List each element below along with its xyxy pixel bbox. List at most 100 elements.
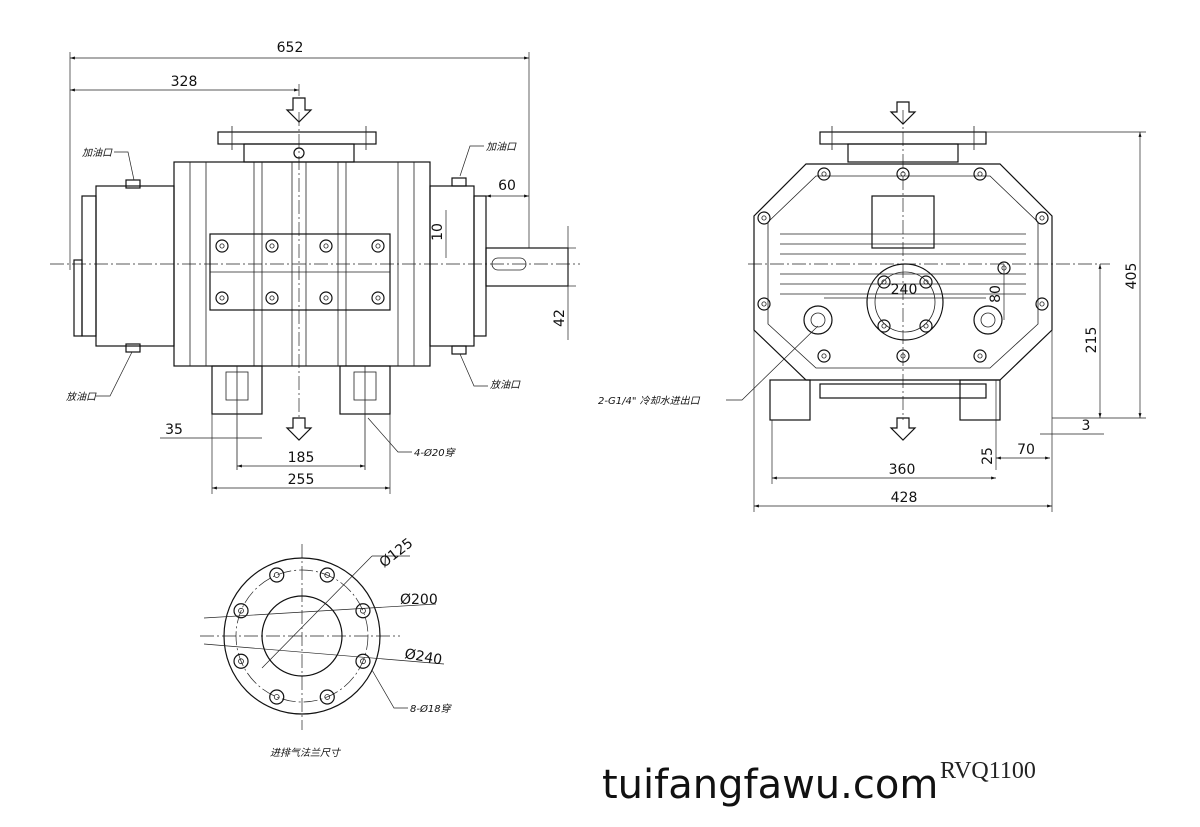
plate-bolt xyxy=(371,239,385,253)
plate-bolt-center xyxy=(269,295,275,301)
dim-outer-dia: Ø240 xyxy=(403,646,443,668)
watermark: tuifangfawu.com xyxy=(602,762,938,808)
model-code: RVQ1100 xyxy=(940,758,1036,784)
housing-bolt-center xyxy=(821,171,827,177)
plate-bolt-center xyxy=(375,243,381,249)
housing-bolt xyxy=(919,275,933,289)
flange-hole-center xyxy=(273,694,280,700)
dim-shaft-ext: 60 xyxy=(498,178,516,194)
label-oil-fill-right: 加油口 xyxy=(486,141,517,153)
front-left-end-cover xyxy=(73,179,175,353)
flange-hole-center xyxy=(324,694,331,700)
housing-bolt-center xyxy=(1039,215,1045,221)
plate-bolt xyxy=(215,291,229,305)
dim-foot-offset: 3 xyxy=(1082,418,1091,434)
label-oil-fill-left: 加油口 xyxy=(82,147,113,159)
housing-bolt xyxy=(757,297,771,311)
housing-bolt xyxy=(896,349,910,363)
dim-half-length: 328 xyxy=(171,74,198,90)
front-flow-arrows xyxy=(285,97,313,441)
flange-holes xyxy=(233,567,371,705)
housing-bolt-center xyxy=(881,323,887,329)
housing-bolt xyxy=(757,211,771,225)
front-feet xyxy=(211,365,391,470)
housing-bolt-center xyxy=(923,279,929,285)
plate-bolt-center xyxy=(269,243,275,249)
dim-foot-hole-dist: 70 xyxy=(1017,442,1035,458)
plate-bolt xyxy=(319,291,333,305)
front-main-casing xyxy=(173,161,431,367)
dim-shaft-height: 42 xyxy=(552,309,568,327)
dim-foot-span: 255 xyxy=(288,472,315,488)
dim-pitch-dia: Ø200 xyxy=(400,592,438,608)
label-oil-drain-right: 放油口 xyxy=(490,379,521,391)
dim-flange-dia: 240 xyxy=(891,282,918,298)
housing-bolt xyxy=(877,275,891,289)
housing-bolt-center xyxy=(900,171,906,177)
flange-hole-center xyxy=(273,572,280,578)
side-housing xyxy=(753,163,1053,421)
plate-bolt xyxy=(265,239,279,253)
flange-hole-center xyxy=(360,658,366,665)
flange-hole-center xyxy=(238,607,244,614)
dim-height: 405 xyxy=(1124,263,1140,290)
front-inlet-flange xyxy=(217,126,377,163)
dim-overall-width: 428 xyxy=(891,490,918,506)
housing-bolt xyxy=(973,349,987,363)
flange-outer-circle xyxy=(223,557,381,715)
flange-hole xyxy=(355,653,371,669)
flange-hole xyxy=(233,653,249,669)
plate-bolt xyxy=(215,239,229,253)
front-plate-bolts xyxy=(215,239,385,305)
front-drive-shaft xyxy=(485,247,569,287)
housing-bolt-center xyxy=(761,215,767,221)
front-dimensions: 652 328 60 10 42 35 185 255 xyxy=(69,40,576,494)
front-labels: 加油口 加油口 放油口 放油口 4-Ø20穿 xyxy=(66,141,521,459)
flange-hole xyxy=(355,603,371,619)
plate-bolt-center xyxy=(323,243,329,249)
dim-foot-hole-span: 360 xyxy=(889,462,916,478)
side-inlet-flange xyxy=(819,126,987,163)
housing-bolt xyxy=(919,319,933,333)
front-view: 652 328 60 10 42 35 185 255 加油口 xyxy=(50,40,580,494)
side-flow-arrows xyxy=(889,101,917,441)
dim-foot-edge: 35 xyxy=(165,422,183,438)
flange-hole xyxy=(233,603,249,619)
side-dimensions: 240 80 405 215 3 70 25 360 428 xyxy=(753,131,1146,512)
front-right-end-cover xyxy=(429,177,487,355)
flange-hole-center xyxy=(238,658,244,665)
housing-bolt xyxy=(817,167,831,181)
housing-bolt-center xyxy=(977,353,983,359)
side-labels: 2-G1/4" 冷却水进出口 xyxy=(598,325,819,407)
housing-bolt-center xyxy=(977,171,983,177)
plate-bolt-center xyxy=(375,295,381,301)
dim-port-dist: 80 xyxy=(988,285,1004,303)
plate-bolt-center xyxy=(219,243,225,249)
dim-foot-thickness: 25 xyxy=(980,447,996,465)
housing-bolt-center xyxy=(761,301,767,307)
flange-hole-center xyxy=(360,607,366,614)
plate-bolt-center xyxy=(323,295,329,301)
flange-inner-circle xyxy=(261,595,343,677)
label-foot-holes: 4-Ø20穿 xyxy=(414,447,457,459)
dim-center-height: 215 xyxy=(1084,327,1100,354)
housing-bolt xyxy=(817,349,831,363)
housing-bolt xyxy=(1035,211,1049,225)
label-cooling-water: 2-G1/4" 冷却水进出口 xyxy=(598,395,701,407)
flange-pitch-circle xyxy=(235,569,369,703)
plate-bolt xyxy=(371,291,385,305)
flange-caption: 进排气法兰尺寸 xyxy=(270,747,342,759)
flange-view: Ø125 Ø200 Ø240 8-Ø18穿 进排气法兰尺寸 xyxy=(200,535,453,759)
flange-hole xyxy=(319,689,335,705)
housing-bolt xyxy=(1035,297,1049,311)
dim-foot-spacing: 185 xyxy=(288,450,315,466)
housing-bolt-center xyxy=(881,279,887,285)
housing-bolt xyxy=(973,167,987,181)
housing-bolt-center xyxy=(1039,301,1045,307)
housing-bolt xyxy=(877,319,891,333)
flange-hole xyxy=(269,567,285,583)
flange-hole xyxy=(269,689,285,705)
dim-key-offset: 10 xyxy=(430,223,446,241)
housing-bolt-center xyxy=(900,353,906,359)
